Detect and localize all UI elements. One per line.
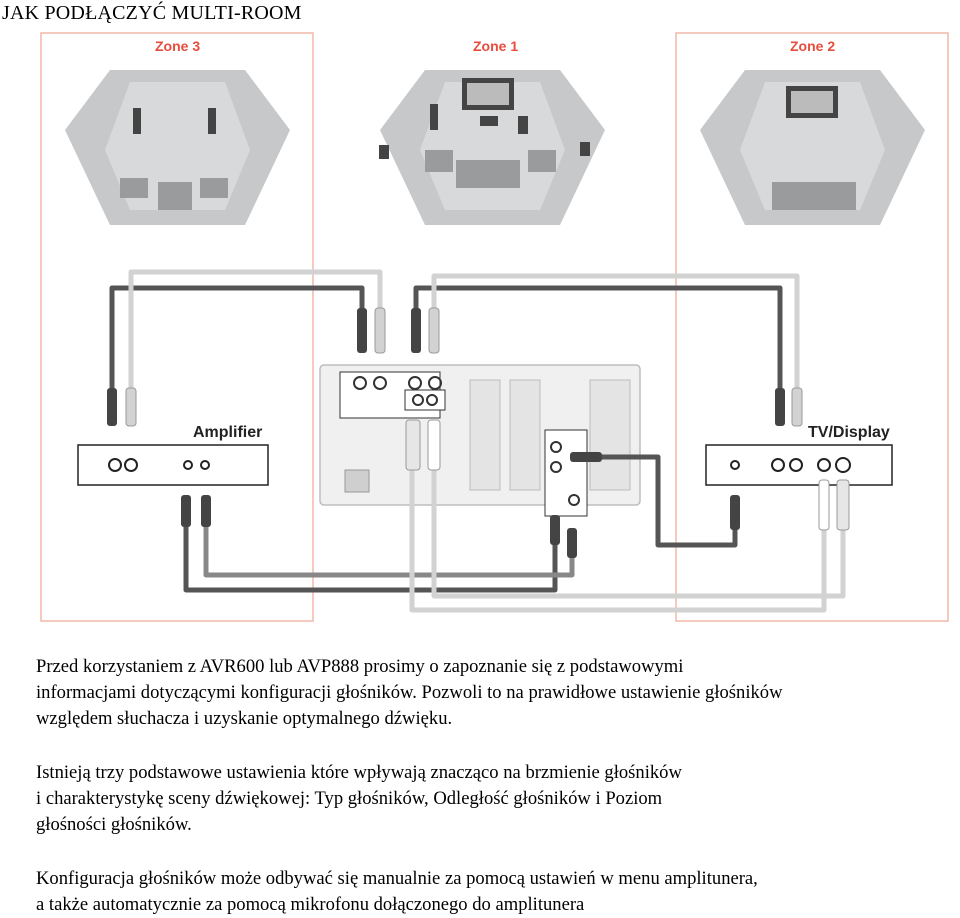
paragraph-settings: Istnieją trzy podstawowe ustawienia któr… — [36, 760, 956, 838]
paragraph-line: informacjami dotyczącymi konfiguracji gł… — [36, 682, 783, 703]
zone-3-label: Zone 3 — [155, 38, 200, 54]
paragraph-intro: Przed korzystaniem z AVR600 lub AVP888 p… — [36, 654, 956, 732]
zone-1-room — [379, 70, 605, 225]
cables — [109, 269, 846, 613]
multiroom-diagram: Zone 3 Zone 1 Zone 2 — [40, 32, 949, 622]
paragraph-line: Istnieją trzy podstawowe ustawienia któr… — [36, 762, 682, 783]
zone-3-room — [65, 70, 290, 225]
amplifier-label: Amplifier — [193, 424, 262, 441]
paragraph-configuration: Konfiguracja głośników może odbywać się … — [36, 866, 956, 918]
paragraph-line: Przed korzystaniem z AVR600 lub AVP888 p… — [36, 656, 684, 677]
page-title: JAK PODŁĄCZYĆ MULTI-ROOM — [2, 2, 302, 24]
zone-3-frame — [40, 32, 314, 622]
paragraph-line: a także automatycznie za pomocą mikrofon… — [36, 894, 585, 915]
paragraph-line: Konfiguracja głośników może odbywać się … — [36, 868, 758, 889]
amplifier — [77, 444, 269, 486]
zone-2-room — [700, 70, 925, 225]
tv-display-label: TV/Display — [808, 424, 890, 441]
zone-1-label: Zone 1 — [473, 38, 518, 54]
zone-2-frame — [675, 32, 949, 622]
paragraph-line: głośności głośników. — [36, 814, 192, 835]
av-receiver — [319, 364, 641, 517]
rca-plugs — [107, 307, 850, 558]
paragraph-line: względem słuchacza i uzyskanie optymalne… — [36, 708, 453, 729]
paragraph-line: i charakterystykę sceny dźwiękowej: Typ … — [36, 788, 663, 809]
tv-display — [705, 444, 893, 486]
zone-2-label: Zone 2 — [790, 38, 835, 54]
